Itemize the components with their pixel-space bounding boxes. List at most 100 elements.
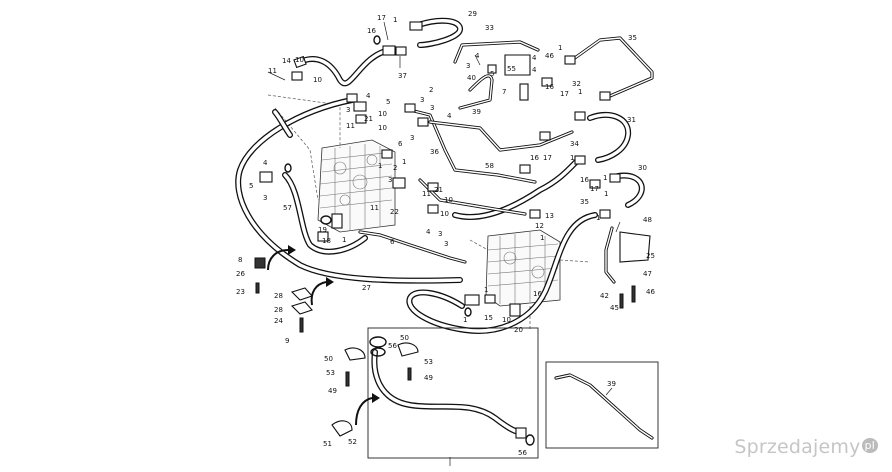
callout-44: 55 bbox=[507, 65, 516, 73]
callout-24: 24 bbox=[274, 317, 283, 325]
callout-35: 35 bbox=[580, 198, 589, 206]
callout-49b: 49 bbox=[424, 374, 433, 382]
callout-19: 19 bbox=[318, 226, 327, 234]
callout-3h: 3 bbox=[438, 230, 442, 238]
callout-53b: 53 bbox=[424, 358, 433, 366]
callout-1k: 1 bbox=[342, 236, 346, 244]
callout-1a: 1 bbox=[393, 16, 397, 24]
direction-arrows bbox=[267, 245, 380, 426]
callout-3f: 3 bbox=[263, 194, 267, 202]
callout-10a: 10 bbox=[295, 56, 304, 64]
callout-1c: 1 bbox=[578, 88, 582, 96]
callout-10b: 10 bbox=[313, 76, 322, 84]
callout-5b: 5 bbox=[386, 98, 390, 106]
callout-28a: 28 bbox=[274, 292, 283, 300]
callout-25: 25 bbox=[646, 252, 655, 260]
callout-17c: 17 bbox=[543, 154, 552, 162]
rigid-pipes bbox=[358, 36, 654, 440]
callout-16e: 16 bbox=[533, 290, 542, 298]
callout-3c: 3 bbox=[420, 96, 424, 104]
callout-10f: 10 bbox=[440, 210, 449, 218]
callout-43: 46 bbox=[545, 52, 554, 60]
callout-6b: 6 bbox=[390, 238, 395, 246]
callout-14: 14 bbox=[282, 57, 291, 65]
callout-20: 20 bbox=[514, 326, 523, 334]
callout-50a: 50 bbox=[400, 334, 409, 342]
callout-33: 33 bbox=[485, 24, 494, 32]
callout-47: 47 bbox=[643, 270, 652, 278]
callout-5c: 5 bbox=[249, 182, 253, 190]
callout-40: 39 bbox=[472, 108, 481, 116]
callout-50b: 50 bbox=[324, 355, 333, 363]
callout-32: 32 bbox=[572, 80, 581, 88]
callout-16a: 16 bbox=[367, 27, 376, 35]
callout-3a: 3 bbox=[466, 62, 470, 70]
callout-48: 48 bbox=[643, 216, 652, 224]
callout-34: 34 bbox=[570, 140, 579, 148]
callout-11a: 11 bbox=[268, 67, 277, 75]
callout-30: 30 bbox=[638, 164, 647, 172]
callout-22: 22 bbox=[390, 208, 399, 216]
callout-38: 37 bbox=[398, 72, 407, 80]
watermark-tld: pl bbox=[861, 438, 878, 453]
callout-2a: 2 bbox=[429, 86, 433, 94]
callout-21a: 21 bbox=[364, 115, 373, 123]
callout-8: 8 bbox=[238, 256, 242, 264]
callout-53a: 53 bbox=[326, 369, 335, 377]
callout-10c: 10 bbox=[378, 110, 387, 118]
callout-27: 27 bbox=[362, 284, 371, 292]
callout-15: 15 bbox=[484, 314, 493, 322]
callout-3e: 3 bbox=[410, 134, 414, 142]
callout-56: 56 bbox=[388, 342, 397, 350]
callout-4b: 4 bbox=[532, 54, 537, 62]
callout-10e: 10 bbox=[444, 196, 453, 204]
callout-1d: 1 bbox=[402, 158, 406, 166]
callout-1e: 1 bbox=[378, 162, 382, 170]
callout-3i: 3 bbox=[444, 240, 448, 248]
callout-31: 31 bbox=[627, 116, 636, 124]
callout-18: 18 bbox=[322, 237, 331, 245]
callout-45: 45 bbox=[610, 304, 619, 312]
callout-11c: 11 bbox=[422, 190, 431, 198]
callout-17a: 17 bbox=[377, 14, 386, 22]
callout-4f: 4 bbox=[263, 159, 268, 167]
watermark-text: Sprzedajemy bbox=[734, 436, 861, 458]
callout-16b: 16 bbox=[545, 83, 554, 91]
callout-49a: 49 bbox=[328, 387, 337, 395]
callout-55: 56 bbox=[518, 449, 527, 457]
callout-labels: 17 1 16 29 33 35 14 10 11 10 37 4 3 40 5… bbox=[236, 10, 655, 457]
callout-46: 46 bbox=[646, 288, 655, 296]
callout-29: 29 bbox=[468, 10, 477, 18]
callout-3b: 3 bbox=[346, 106, 350, 114]
callout-17b: 17 bbox=[560, 90, 569, 98]
callout-57: 57 bbox=[283, 204, 292, 212]
callout-5a: 5 bbox=[490, 70, 494, 78]
callout-17d: 17 bbox=[590, 185, 599, 193]
callout-3d: 3 bbox=[430, 104, 434, 112]
callout-1l: 1 bbox=[463, 316, 467, 324]
callout-28b: 28 bbox=[274, 306, 283, 314]
control-valve-block-right bbox=[469, 229, 591, 330]
callout-36: 35 bbox=[628, 34, 637, 42]
callout-2b: 2 bbox=[393, 164, 397, 172]
callout-41: 40 bbox=[467, 74, 476, 82]
callout-1i: 1 bbox=[596, 214, 600, 222]
callout-6a: 6 bbox=[398, 140, 403, 148]
callout-1b: 1 bbox=[558, 44, 562, 52]
callout-21b: 21 bbox=[434, 186, 443, 194]
callout-58: 58 bbox=[485, 162, 494, 170]
callout-7: 7 bbox=[502, 88, 506, 96]
callout-1g: 1 bbox=[603, 174, 607, 182]
callout-16c: 16 bbox=[530, 154, 539, 162]
callout-4c: 4 bbox=[532, 66, 537, 74]
callout-11b: 11 bbox=[346, 122, 355, 130]
callout-4a: 4 bbox=[475, 52, 480, 60]
callout-51: 51 bbox=[323, 440, 332, 448]
callout-39: 39 bbox=[607, 380, 616, 388]
callout-16d: 16 bbox=[580, 176, 589, 184]
inset-frame-hose-55 bbox=[367, 327, 539, 459]
callout-1j: 1 bbox=[540, 234, 544, 242]
